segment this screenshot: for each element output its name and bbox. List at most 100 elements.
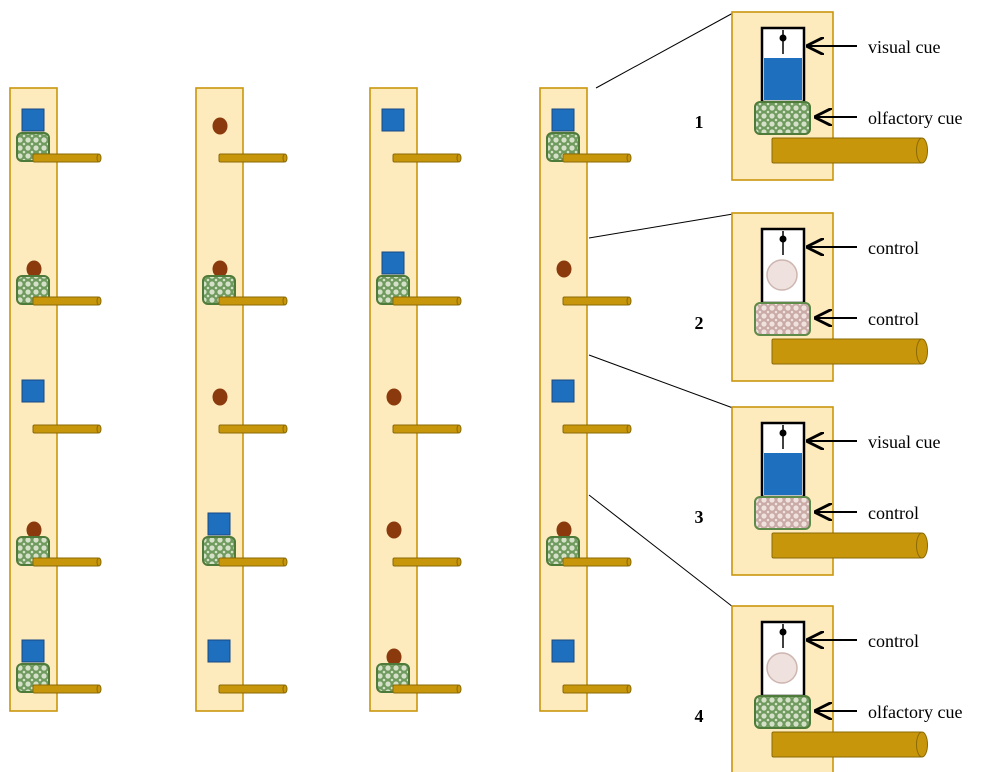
visual-cue-square — [551, 379, 575, 403]
perch — [32, 557, 102, 567]
leader-lines — [588, 12, 734, 608]
panel-number: 1 — [695, 112, 704, 132]
brown-dot — [26, 260, 42, 278]
leader-line-4 — [588, 494, 734, 608]
perch — [392, 684, 462, 694]
brown-dot — [212, 388, 228, 406]
perch-end — [626, 296, 632, 306]
leader-line-2 — [588, 213, 734, 239]
feeder-row-2 — [16, 260, 102, 306]
visual-cue-square — [207, 512, 231, 536]
feeder-pivot — [779, 34, 787, 42]
visual-cue-fill — [764, 58, 802, 100]
control-disc — [766, 652, 798, 684]
control-patch — [754, 302, 811, 336]
perch — [392, 296, 462, 306]
leader-line-3 — [588, 354, 734, 409]
perch-body — [32, 684, 100, 694]
feeder-row-3 — [551, 379, 632, 434]
perch-end — [282, 684, 288, 694]
perch-body — [32, 296, 100, 306]
feeder-row-1 — [381, 108, 462, 163]
perch-end — [96, 684, 102, 694]
perch-end — [626, 684, 632, 694]
brown-dot — [386, 521, 402, 539]
perch — [32, 296, 102, 306]
brown-dot — [386, 648, 402, 666]
brown-dot — [556, 260, 572, 278]
feeder-row-1 — [546, 108, 632, 163]
perch-body — [392, 557, 460, 567]
perch-end — [916, 532, 928, 559]
feeder-column-4 — [539, 87, 632, 712]
visual-cue-square — [207, 639, 231, 663]
perch-body — [392, 684, 460, 694]
perch — [562, 557, 632, 567]
label-top: visual cue — [868, 37, 940, 57]
perch-body — [218, 424, 286, 434]
feeder-row-1 — [212, 117, 288, 163]
perch-end — [626, 424, 632, 434]
perch-end — [916, 731, 928, 758]
control-disc — [766, 259, 798, 291]
perch-end — [282, 557, 288, 567]
perch-end — [282, 153, 288, 163]
perch-end — [282, 296, 288, 306]
perch-body — [218, 684, 286, 694]
label-bottom: control — [868, 309, 919, 329]
feeder-column-2 — [195, 87, 288, 712]
perch-end — [456, 153, 462, 163]
perch-body — [32, 557, 100, 567]
feeder-row-3 — [212, 388, 288, 434]
perch-body — [218, 296, 286, 306]
label-top: visual cue — [868, 432, 940, 452]
label-top: control — [868, 631, 919, 651]
detail-panel-4: 4 control olfactory cue — [695, 605, 962, 772]
feeder-pivot — [779, 628, 787, 636]
feeder-row-1 — [16, 108, 102, 163]
perch-body — [562, 153, 630, 163]
panel-perch — [771, 731, 928, 758]
perch-body — [392, 153, 460, 163]
visual-cue-square — [551, 108, 575, 132]
feeder-row-4 — [16, 521, 102, 567]
label-bottom: control — [868, 503, 919, 523]
perch-body — [32, 424, 100, 434]
perch — [218, 557, 288, 567]
label-top: control — [868, 238, 919, 258]
feeder-row-2 — [556, 260, 632, 306]
panel-perch — [771, 137, 928, 164]
perch-body — [218, 557, 286, 567]
perch-end — [626, 557, 632, 567]
perch — [392, 153, 462, 163]
feeder-row-4 — [546, 521, 632, 567]
perch-end — [282, 424, 288, 434]
visual-cue-square — [21, 639, 45, 663]
feeder-pivot — [779, 429, 787, 437]
perch — [218, 296, 288, 306]
visual-cue-square — [551, 639, 575, 663]
perch — [218, 153, 288, 163]
feeder-column-3 — [369, 87, 462, 712]
perch — [32, 424, 102, 434]
perch — [218, 424, 288, 434]
perch-end — [916, 338, 928, 365]
feeder-row-2 — [202, 260, 288, 306]
perch-end — [96, 424, 102, 434]
perch — [392, 424, 462, 434]
perch-end — [456, 296, 462, 306]
brown-dot — [212, 260, 228, 278]
perch — [32, 153, 102, 163]
perch-body — [392, 296, 460, 306]
perch — [562, 424, 632, 434]
visual-cue-square — [381, 108, 405, 132]
visual-cue-square — [21, 379, 45, 403]
label-bottom: olfactory cue — [868, 702, 962, 722]
perch-body — [771, 532, 923, 559]
panel-number: 4 — [695, 706, 704, 726]
feeder-row-5 — [551, 639, 632, 694]
perch — [392, 557, 462, 567]
